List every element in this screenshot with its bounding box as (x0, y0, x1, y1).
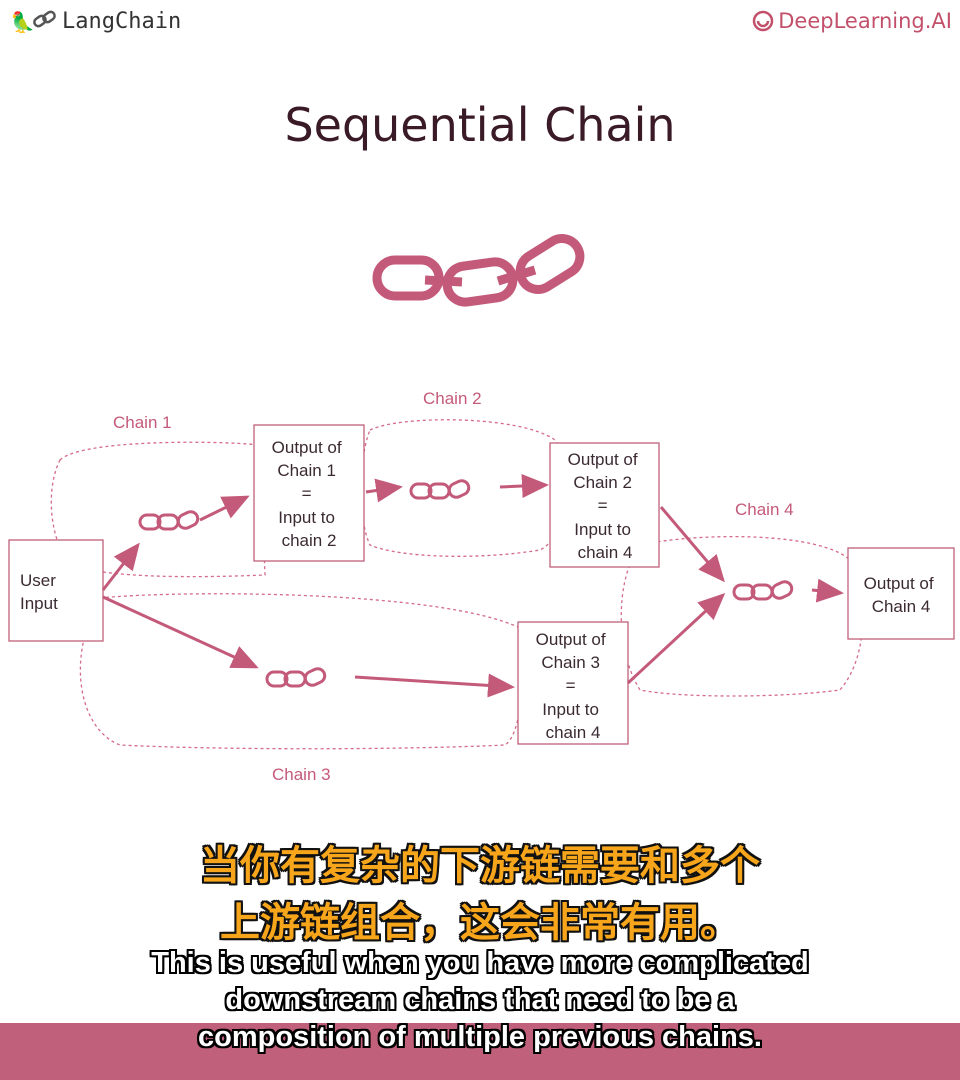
chain1-icon (138, 507, 202, 533)
chain4-icon (732, 577, 796, 603)
chain4-label: Chain 4 (735, 500, 794, 519)
chain3-label: Chain 3 (272, 765, 331, 784)
arrow-input-to-chain3 (102, 595, 259, 669)
langchain-logo-text: LangChain (62, 8, 182, 34)
subtitle-en-line3: composition of multiple previous chains. (198, 1021, 762, 1053)
output-chain3-box (517, 621, 629, 745)
subtitle-en-line2: downstream chains that need to be a (225, 984, 735, 1016)
deeplearning-logo-icon (753, 10, 774, 32)
chain2-label: Chain 2 (423, 389, 482, 408)
user-input-box (8, 539, 104, 642)
subtitle-band (0, 1023, 960, 1080)
output-chain1-label: Output of Chain 1 = Input to chain 2 (272, 438, 347, 550)
output-chain2-label: Output of Chain 2 = Input to chain 4 (568, 450, 643, 562)
arrow-input-to-chain1 (101, 542, 140, 591)
chain1-label: Chain 1 (113, 413, 172, 432)
user-input-label: User Input (20, 571, 61, 613)
svg-text:🦜: 🦜 (10, 10, 35, 34)
arrow-chain3-to-output3 (354, 673, 515, 698)
output-chain4-box (847, 547, 955, 640)
output-chain4-label: Output of Chain 4 (864, 574, 939, 616)
arrow-chain1-to-output1 (199, 495, 250, 522)
deeplearning-logo-text: DeepLearning.AI (778, 9, 952, 33)
output-chain1-box (253, 424, 365, 562)
page-title: Sequential Chain (284, 98, 676, 152)
arrow-chain4-to-output4 (811, 578, 844, 603)
arrow-output2-to-chain4 (659, 506, 725, 583)
arrow-output1-to-chain2 (365, 478, 403, 503)
deeplearning-logo: DeepLearning.AI (752, 6, 952, 36)
chain3-region (79, 593, 523, 750)
subtitle-en-line1: This is useful when you have more compli… (151, 947, 809, 979)
arrow-chain2-to-output2 (499, 474, 549, 499)
langchain-logo: 🦜 LangChain (10, 6, 181, 36)
output-chain2-box (549, 442, 660, 568)
chain-link-icon (372, 234, 585, 307)
output-chain3-label: Output of Chain 3 = Input to chain 4 (536, 630, 611, 742)
arrow-output3-to-chain4 (626, 592, 726, 685)
subtitle-cn-line2: 上游链组合，这会非常有用。 (220, 900, 740, 946)
langchain-logo-icon: 🦜 (10, 10, 56, 34)
chain3-icon (265, 664, 329, 690)
chain2-icon (409, 476, 473, 502)
sequential-chain-diagram: User Input Output of Chain 1 = Input to … (8, 234, 955, 784)
subtitle-cn-line1: 当你有复杂的下游链需要和多个 (200, 843, 760, 889)
